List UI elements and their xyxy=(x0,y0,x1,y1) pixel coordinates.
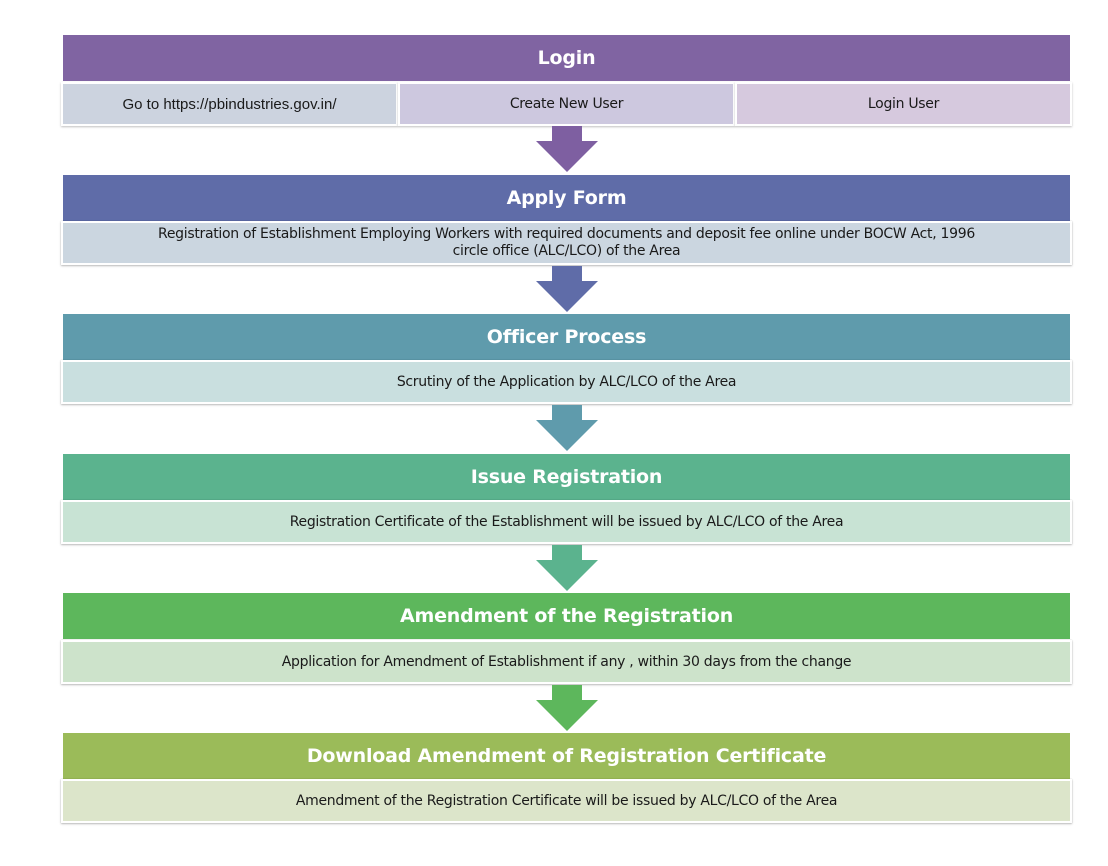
down-arrow-icon xyxy=(536,685,598,731)
officer-process-description: Scrutiny of the Application by ALC/LCO o… xyxy=(61,360,1072,404)
down-arrow-icon xyxy=(536,126,598,172)
issue-registration-header: Issue Registration xyxy=(63,454,1070,500)
login-steps: Go to https://pbindustries.gov.in/ Creat… xyxy=(61,82,1072,126)
apply-form-description: Registration of Establishment Employing … xyxy=(61,221,1072,265)
issue-registration-description: Registration Certificate of the Establis… xyxy=(61,500,1072,544)
amendment-description: Application for Amendment of Establishme… xyxy=(61,640,1072,684)
download-description: Amendment of the Registration Certificat… xyxy=(61,779,1072,823)
officer-process-header: Officer Process xyxy=(63,314,1070,360)
login-header: Login xyxy=(63,35,1070,81)
login-step-website: Go to https://pbindustries.gov.in/ xyxy=(61,82,398,126)
amendment-header: Amendment of the Registration xyxy=(63,593,1070,639)
download-header: Download Amendment of Registration Certi… xyxy=(63,733,1070,779)
down-arrow-icon xyxy=(536,545,598,591)
login-step-create-user: Create New User xyxy=(398,82,735,126)
apply-form-header: Apply Form xyxy=(63,175,1070,221)
down-arrow-icon xyxy=(536,266,598,312)
login-step-login-user: Login User xyxy=(735,82,1072,126)
apply-form-line-2: circle office (ALC/LCO) of the Area xyxy=(452,243,681,259)
apply-form-line-1: Registration of Establishment Employing … xyxy=(158,226,975,242)
down-arrow-icon xyxy=(536,405,598,451)
